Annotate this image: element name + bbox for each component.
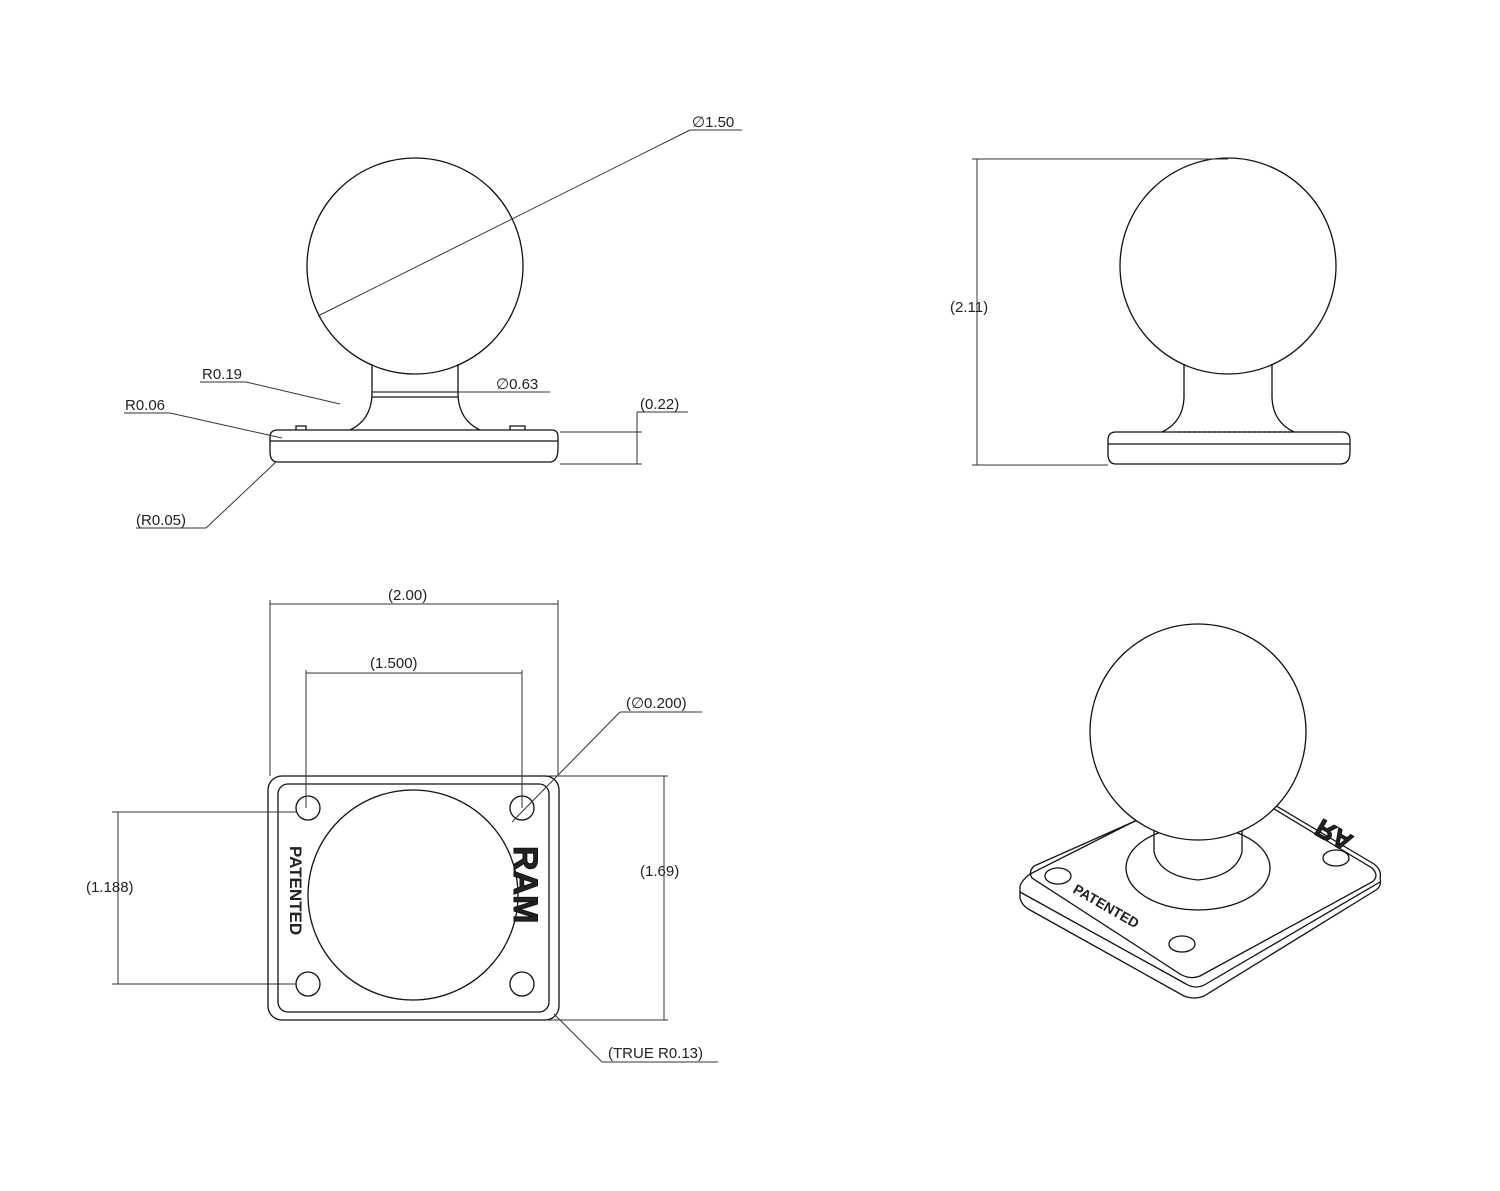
iso-plate-side [1019, 877, 1382, 999]
bottom-radius-label: (R0.05) [136, 512, 186, 529]
fillet-radius-leader [245, 381, 341, 405]
edge-radius-leader [169, 412, 283, 439]
hole-top-left [295, 795, 321, 821]
hole-diameter-label: (∅0.200) [626, 695, 687, 712]
hole-diameter-leader [511, 711, 621, 823]
iso-stamp-brand: RA [1310, 813, 1358, 858]
iso-stamp-patented: PATENTED [1071, 881, 1143, 932]
top-center-circle [307, 789, 519, 1001]
top-stamp-patented: PATENTED [286, 846, 305, 935]
side-view: (2.11) [950, 157, 1351, 466]
top-plate-outer [267, 775, 560, 1021]
bottom-radius-leader [205, 461, 277, 529]
base-depth-label: (1.69) [640, 863, 679, 880]
fillet-radius-label: R0.19 [202, 366, 242, 383]
front-ball [306, 157, 524, 375]
side-stem-right [1271, 364, 1349, 435]
iso-ball [1089, 623, 1307, 841]
front-base-plate [269, 429, 559, 463]
front-stem-right [457, 364, 557, 433]
side-stem-left [1109, 364, 1185, 435]
base-width-label: (2.00) [388, 587, 427, 604]
iso-view: PATENTED RA [1019, 623, 1382, 999]
stem-diameter-label: ∅0.63 [496, 376, 538, 393]
ball-diameter-label: ∅1.50 [692, 114, 734, 131]
hole-bottom-left [295, 971, 321, 997]
top-view: PATENTED RAM (2.00) (1.500) (∅0.200) (1.… [86, 587, 718, 1063]
iso-plate-edge [1019, 881, 1381, 988]
corner-radius-label: (TRUE R0.13) [608, 1045, 703, 1062]
iso-stem [1153, 830, 1243, 881]
front-stem-left [271, 364, 373, 433]
corner-radius-leader [553, 1013, 603, 1063]
hole-bottom-right [509, 971, 535, 997]
front-stamp-bump-right [509, 425, 526, 430]
overall-height-label: (2.11) [950, 299, 988, 316]
front-view: ∅1.50 R0.19 R0.06 ∅0.63 (0.22) (R0.05) [124, 114, 742, 529]
side-ball [1119, 157, 1337, 375]
iso-hole-left [1044, 867, 1072, 885]
hole-spacing-y-label: (1.188) [86, 879, 134, 896]
base-thickness-label: (0.22) [640, 396, 679, 413]
top-plate-inner [277, 783, 550, 1013]
edge-radius-label: R0.06 [125, 397, 165, 414]
top-stamp-brand: RAM [506, 846, 544, 923]
ball-diameter-leader [317, 129, 691, 317]
side-base-plate [1107, 431, 1351, 465]
iso-hole-right [1322, 849, 1350, 867]
hole-spacing-x-label: (1.500) [370, 655, 418, 672]
iso-hole-bottom [1168, 935, 1196, 953]
front-stamp-bump-left [295, 425, 307, 430]
